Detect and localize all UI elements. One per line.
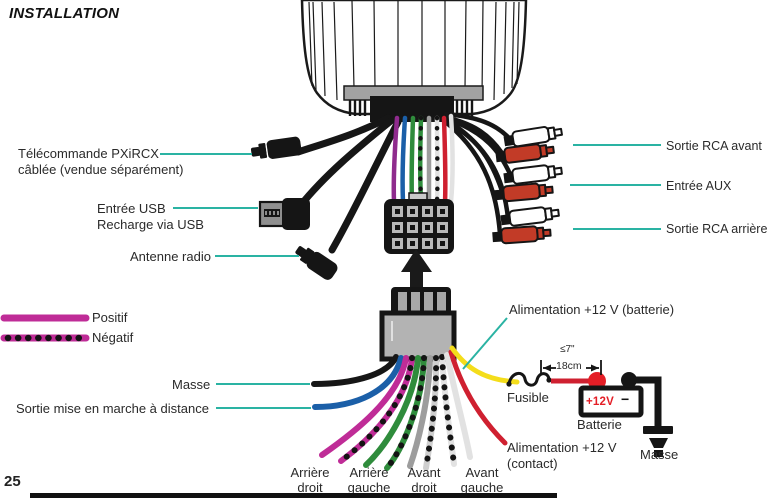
rca-plug-red-icon [495, 143, 555, 164]
fuse-icon [507, 371, 551, 387]
remote-connector-icon [250, 136, 302, 159]
speaker-label-line: droit [297, 480, 323, 495]
rca-plug-red-icon [494, 182, 554, 203]
label-speaker-avant-gauche: Avant gauche [447, 465, 517, 495]
rca-plug-red-icon [492, 225, 552, 245]
legend-lines [0, 314, 90, 342]
battery-icon [578, 385, 644, 418]
label-speaker-avant-droit: Avant droit [389, 465, 459, 495]
label-speaker-arriere-gauche: Arrière gauche [334, 465, 404, 495]
label-dimension-inches: ≤7" [560, 344, 575, 355]
usb-connector-icon [258, 198, 310, 230]
head-unit [300, 0, 528, 122]
speaker-label-line: droit [411, 480, 437, 495]
rca-plugs [492, 126, 563, 245]
battery-circuit [506, 360, 673, 457]
legend-negatif-label: Négatif [92, 330, 134, 345]
label-fusible: Fusible [507, 390, 549, 405]
label-telecommande-1: Télécommande PXiRCX [18, 146, 159, 161]
label-sortie-distance: Sortie mise en marche à distance [16, 401, 209, 416]
label-alim-contact-2: (contact) [507, 456, 558, 471]
label-dimension-cm: 18cm [556, 360, 582, 372]
speaker-label-line: Arrière [349, 465, 389, 480]
label-masse: Masse [172, 377, 211, 392]
speaker-label-line: gauche [460, 480, 504, 495]
label-batterie: Batterie [577, 417, 622, 432]
speaker-label-line: Avant [465, 465, 499, 480]
page-number: 25 [4, 473, 21, 490]
label-telecommande-2: câblée (vendue séparément) [18, 162, 184, 177]
antenna-connector-icon [295, 246, 338, 280]
label-alim-contact-1: Alimentation +12 V [507, 440, 617, 455]
harness-connector-female [379, 287, 457, 362]
rca-plug-white-icon [503, 164, 563, 185]
label-entree-aux: Entrée AUX [666, 179, 732, 193]
label-recharge-usb: Recharge via USB [97, 217, 204, 232]
plug-direction-arrow-icon [401, 249, 432, 301]
speaker-label-line: Avant [407, 465, 441, 480]
label-speaker-arriere-droit: Arrière droit [275, 465, 345, 495]
harness-bundle-bottom [311, 345, 520, 471]
label-entree-usb: Entrée USB [97, 201, 166, 216]
battery-minus-text: − [621, 391, 630, 407]
rca-plug-white-icon [500, 206, 560, 227]
callout-lines [160, 144, 661, 409]
battery-voltage-text: +12V [586, 396, 614, 408]
harness-bundle-top [391, 113, 455, 205]
label-masse-chassis: Masse [640, 447, 679, 462]
speaker-label-line: gauche [347, 480, 391, 495]
dimension-arrows [540, 360, 602, 375]
label-rca-avant: Sortie RCA avant [666, 139, 762, 153]
label-alim-batterie: Alimentation +12 V (batterie) [509, 302, 675, 317]
label-rca-arriere: Sortie RCA arrière [666, 222, 768, 236]
ground-icon [643, 426, 673, 457]
legend-positif-label: Positif [92, 310, 128, 325]
footer-bar [30, 493, 557, 498]
page-title: INSTALLATION [9, 5, 120, 22]
label-antenne: Antenne radio [130, 249, 211, 264]
harness-connector-male [384, 192, 454, 254]
speaker-label-line: Arrière [290, 465, 330, 480]
